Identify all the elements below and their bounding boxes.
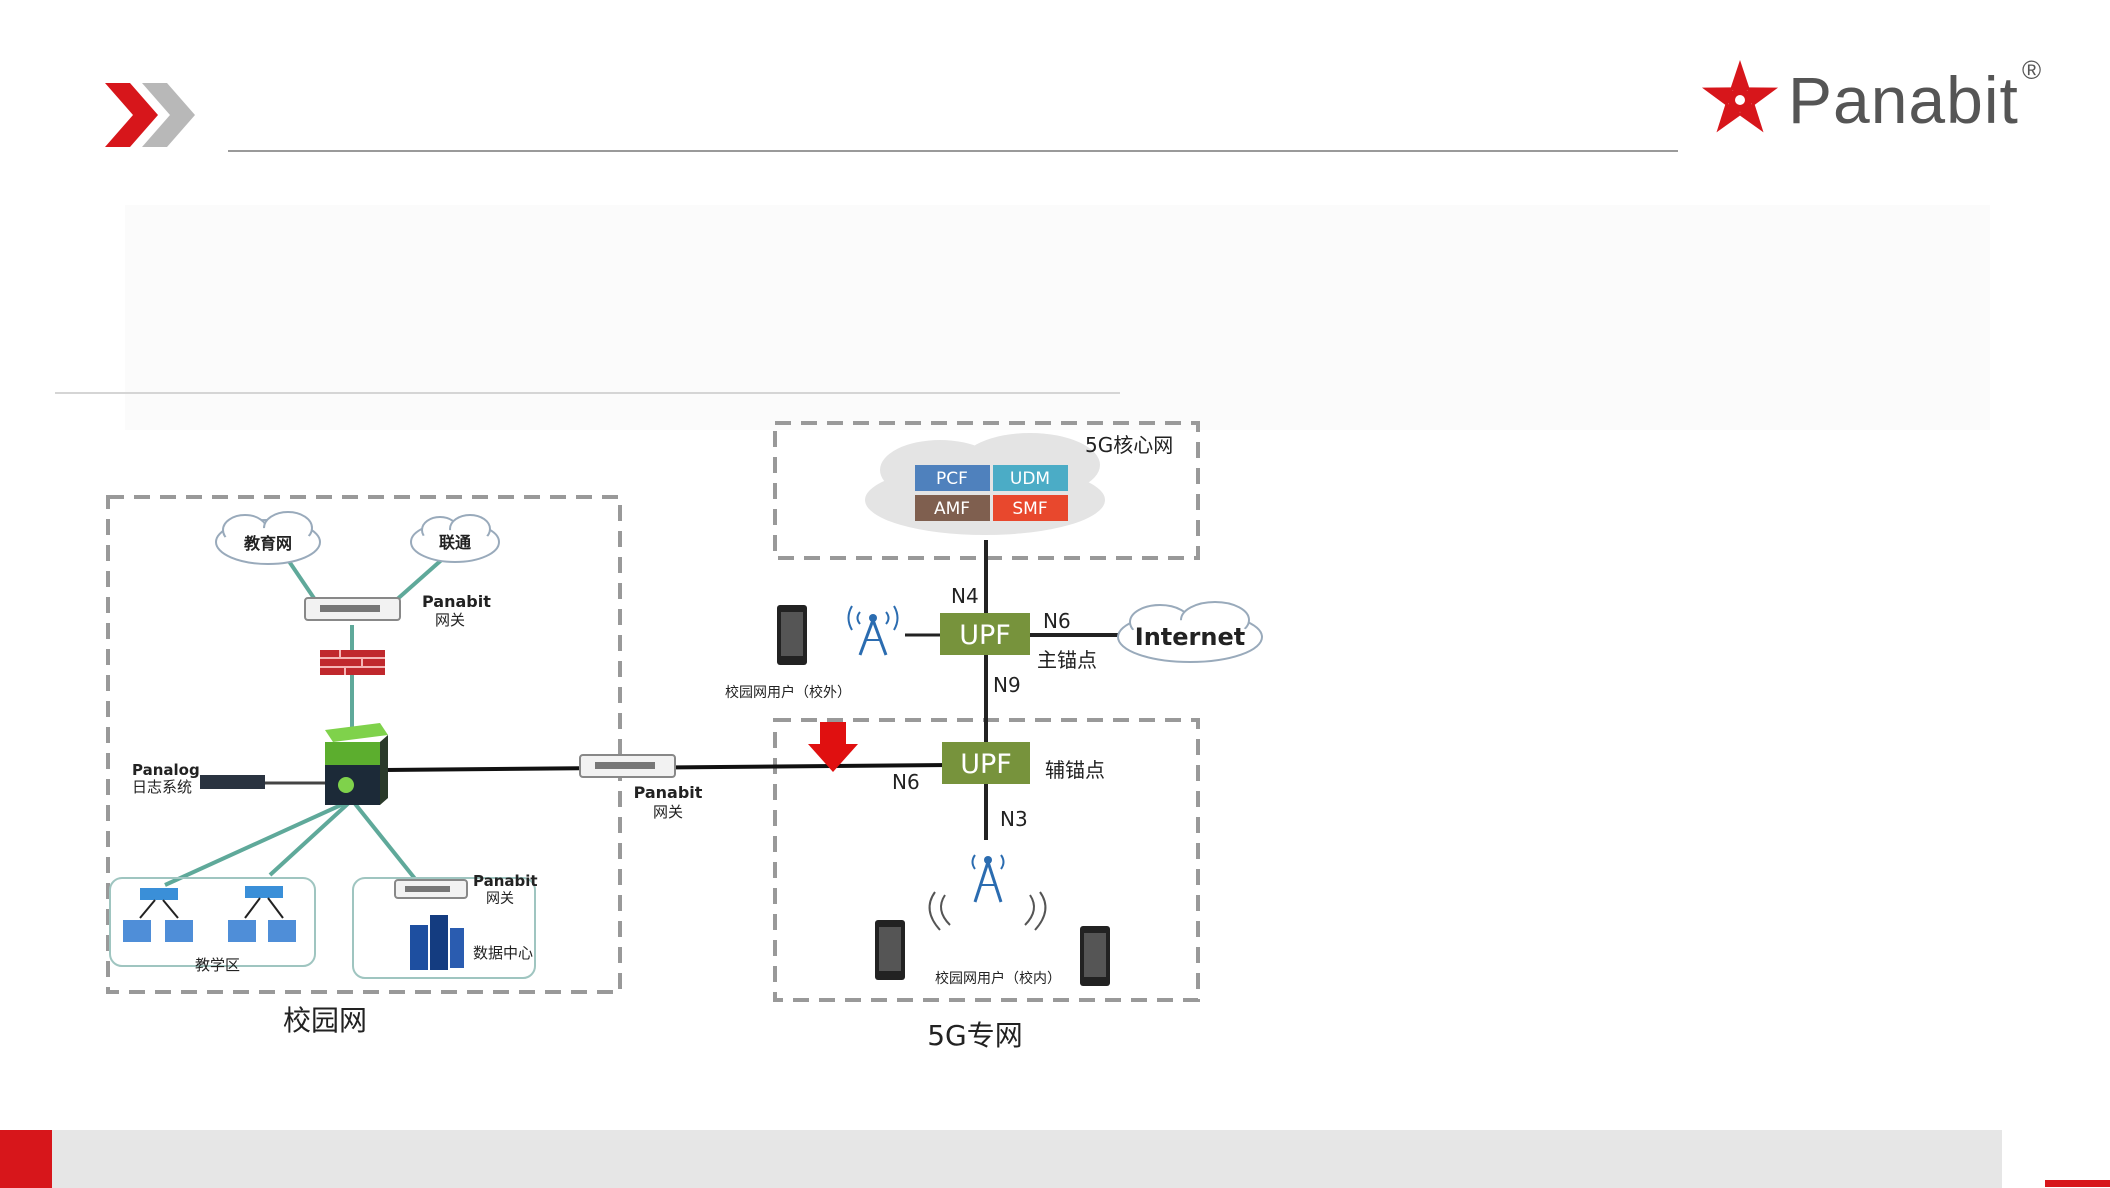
amf-label: AMF <box>934 499 970 519</box>
firewall-icon <box>320 650 385 675</box>
upf-aux-anchor: 辅锚点 <box>1045 758 1105 782</box>
smf-box <box>993 495 1068 521</box>
server-icon <box>410 915 464 970</box>
panabit-gateway-icon <box>304 597 401 621</box>
private-5g-title: 5G专网 <box>927 1019 1023 1052</box>
pcf-box <box>915 465 990 491</box>
n3-label: N3 <box>1000 807 1028 831</box>
footer-accent <box>0 1130 52 1188</box>
gateway-label-1: Panabit <box>422 592 491 611</box>
registered-mark: ® <box>2022 55 2042 85</box>
footer-accent-right <box>2045 1180 2110 1187</box>
panalog-device-icon <box>200 775 265 789</box>
on-campus-user-label: 校园网用户（校内） <box>935 970 1061 987</box>
header-rule <box>228 150 1678 152</box>
middle-gateway-label-2: 网关 <box>653 803 683 821</box>
data-center-label: 数据中心 <box>473 944 533 962</box>
panalog-label-2: 日志系统 <box>132 778 192 796</box>
upf-main-label: UPF <box>959 620 1011 651</box>
udm-box <box>993 465 1068 491</box>
n9-label: N9 <box>993 673 1021 697</box>
gateway-label-2: 网关 <box>435 611 465 629</box>
unicom-cloud-label: 联通 <box>439 533 471 552</box>
teaching-area-box <box>109 877 316 967</box>
dc-gateway-label-1: Panabit <box>473 872 538 890</box>
data-center-box <box>352 877 536 979</box>
middle-gateway-label-1: Panabit <box>634 783 703 802</box>
edu-cloud-label: 教育网 <box>244 534 292 553</box>
pcf-label: PCF <box>936 469 968 489</box>
edu-cloud-icon <box>215 511 321 565</box>
middle-gateway-icon <box>579 754 676 778</box>
panabit-logo-icon <box>1701 60 1779 133</box>
internet-cloud-icon <box>1117 601 1263 663</box>
phone-icon <box>777 605 807 665</box>
unicom-cloud-icon <box>410 514 500 563</box>
teaching-area-label: 教学区 <box>195 956 240 974</box>
teaching-switch-icon <box>139 886 284 919</box>
upf-aux-label: UPF <box>960 749 1012 780</box>
n6-main-label: N6 <box>1043 609 1071 633</box>
red-arrow-icon <box>808 722 858 772</box>
n6-aux-label: N6 <box>892 770 920 794</box>
campus-network-box <box>106 495 622 994</box>
dc-gateway-icon <box>394 879 468 899</box>
upf-aux-box <box>942 742 1030 784</box>
campus-tower-icon <box>928 854 1047 931</box>
dc-gateway-label-2: 网关 <box>486 891 514 907</box>
amf-box <box>915 495 990 521</box>
udm-label: UDM <box>1010 469 1050 489</box>
footer-bar <box>52 1130 2002 1188</box>
pc-icon <box>123 920 296 942</box>
smf-label: SMF <box>1012 499 1047 519</box>
campus-phone-icon <box>875 920 1110 986</box>
core-network-title: 5G核心网 <box>1085 433 1173 457</box>
internet-label: Internet <box>1135 623 1245 651</box>
brand-name: Panabit <box>1788 63 2019 137</box>
upf-main-box <box>940 613 1030 655</box>
upf-main-anchor: 主锚点 <box>1037 648 1097 672</box>
n4-label: N4 <box>951 584 979 608</box>
off-campus-user-label: 校园网用户（校外） <box>725 684 851 701</box>
core-switch-icon <box>325 723 388 805</box>
tower-icon <box>847 605 899 656</box>
chevron-logo-icon <box>105 83 195 147</box>
section-rule <box>55 392 1120 394</box>
panalog-label-1: Panalog <box>132 761 200 779</box>
campus-network-title: 校园网 <box>283 1004 367 1037</box>
